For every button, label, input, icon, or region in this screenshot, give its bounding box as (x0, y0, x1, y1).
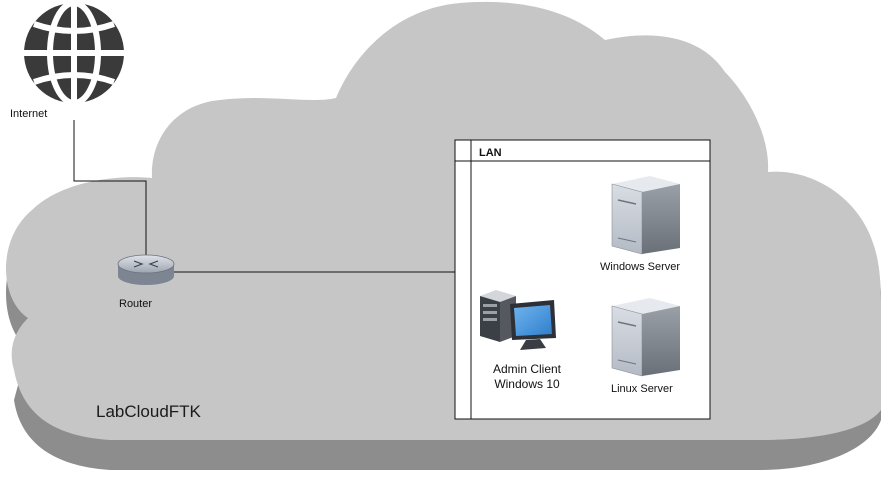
windows-server-label: Windows Server (600, 261, 681, 273)
cloud-label: LabCloudFTK (96, 402, 201, 421)
windows-server-icon (611, 176, 680, 255)
admin-client-label-line1: Admin Client (492, 362, 562, 376)
workstation-icon (480, 290, 556, 350)
lan-label: LAN (479, 147, 502, 159)
link-internet-router (73, 120, 147, 258)
cloud-shape (6, 1, 881, 440)
linux-server-icon (611, 298, 680, 377)
linux-server-label: Linux Server (611, 383, 673, 395)
router-icon (117, 254, 175, 285)
globe-icon (12, 0, 136, 115)
admin-client-label: Admin Client Windows 10 (484, 362, 570, 392)
router-label: Router (119, 298, 153, 310)
internet-label: Internet (10, 108, 48, 120)
admin-client-label-line2: Windows 10 (494, 377, 560, 391)
